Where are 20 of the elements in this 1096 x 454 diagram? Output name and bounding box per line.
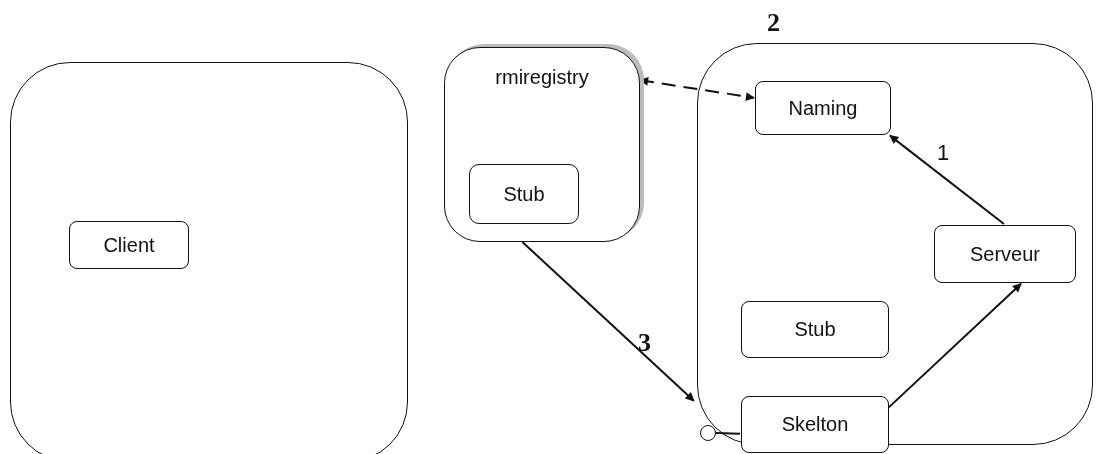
component-box — [741, 396, 889, 453]
component-box — [69, 221, 189, 269]
component-label: Naming — [788, 96, 858, 120]
arrow — [889, 134, 1005, 225]
connector-line — [715, 432, 741, 435]
component-box — [755, 81, 891, 135]
component-box — [741, 301, 889, 358]
arrow — [887, 282, 1023, 410]
component-label: Serveur — [970, 242, 1040, 266]
component-label: Stub — [794, 318, 836, 341]
step-number: 1 — [937, 140, 950, 166]
container-title: rmiregistry — [495, 66, 589, 89]
arrow — [521, 241, 695, 402]
step-number: 2 — [767, 8, 780, 38]
component-label: Skelton — [781, 413, 849, 436]
step-number: 3 — [638, 328, 651, 358]
component-label: Client — [103, 233, 155, 257]
component-label: Stub — [503, 182, 545, 206]
component-box — [469, 164, 579, 224]
component-box — [934, 225, 1076, 283]
